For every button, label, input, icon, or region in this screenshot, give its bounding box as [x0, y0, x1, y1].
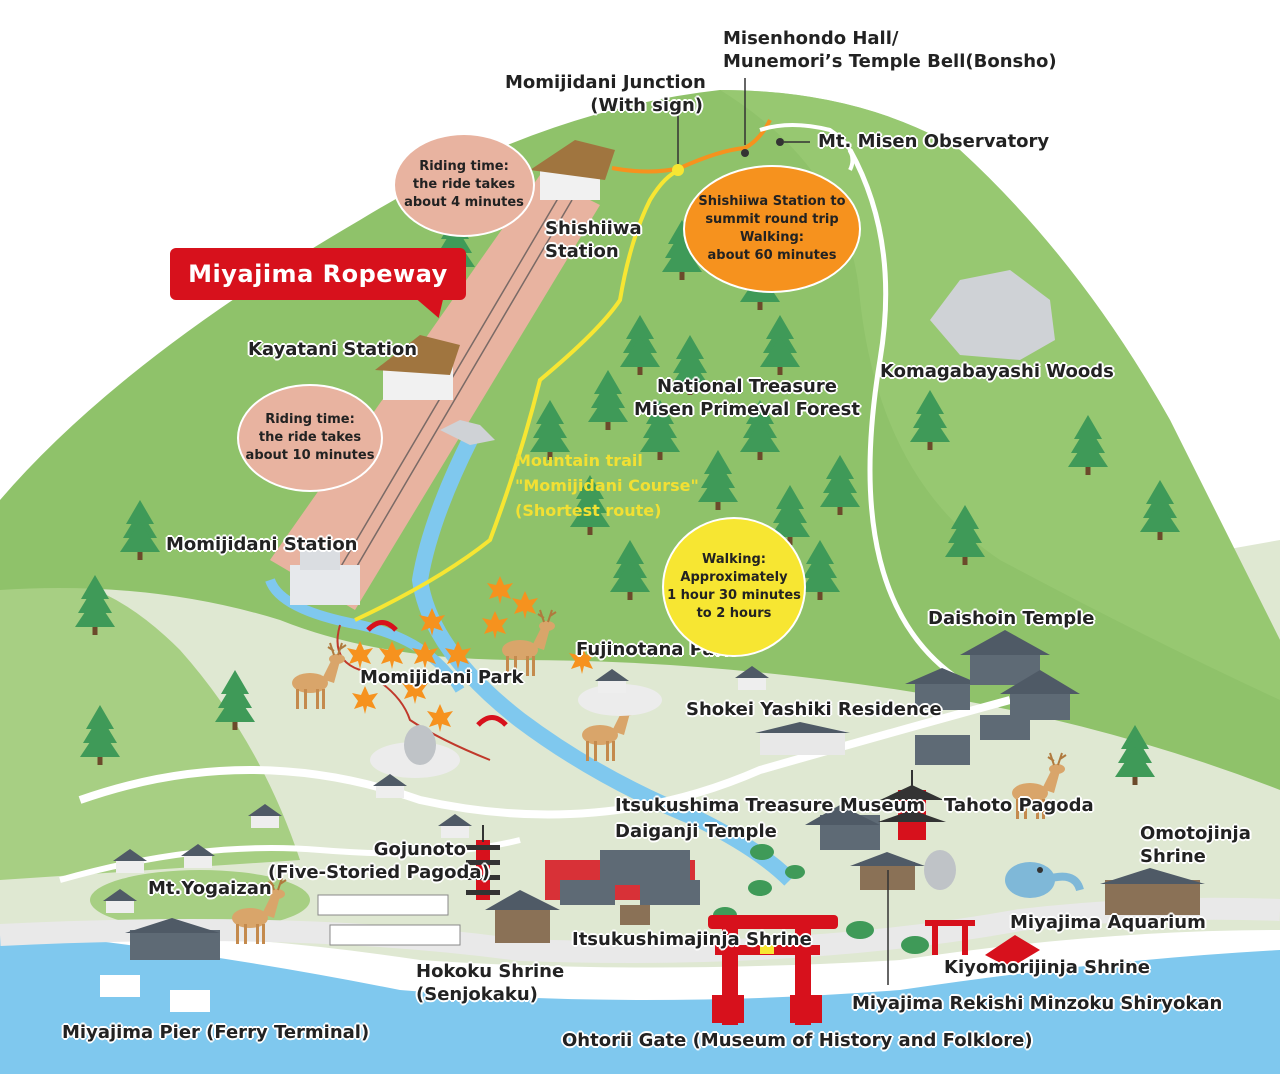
- label-otorii[interactable]: Ohtorii Gate (Museum of History and Folk…: [562, 1030, 1033, 1051]
- label-daiganji[interactable]: Daiganji Temple: [615, 821, 777, 842]
- label-momijidani-park[interactable]: Momijidani Park: [360, 667, 524, 688]
- bubble-ride-upper: Riding time: the ride takes about 4 minu…: [393, 133, 535, 237]
- senjokaku-buildings: [317, 894, 461, 946]
- label-omotojinja[interactable]: Omotojinja Shrine: [1140, 823, 1251, 867]
- label-aquarium[interactable]: Miyajima Aquarium: [1010, 912, 1206, 933]
- label-pier[interactable]: Miyajima Pier (Ferry Terminal): [62, 1022, 370, 1043]
- label-itsukushima-shrine[interactable]: Itsukushimajinja Shrine: [572, 929, 812, 950]
- label-momijidani-station[interactable]: Momijidani Station: [166, 534, 358, 555]
- label-shokei[interactable]: Shokei Yashiki Residence: [686, 699, 942, 720]
- label-hokoku[interactable]: Hokoku Shrine (Senjokaku): [416, 961, 565, 1005]
- label-gojunoto[interactable]: Gojunoto (Five-Storied Pagoda): [268, 839, 490, 883]
- bubble-ride-lower: Riding time: the ride takes about 10 min…: [237, 384, 383, 492]
- temple-icon: [100, 630, 1205, 1012]
- bridge-icon: [366, 620, 508, 727]
- shrine-complex: [545, 850, 700, 925]
- torii-gate-icon: [708, 915, 975, 1025]
- dolphin-icon: [1005, 862, 1084, 898]
- station-building-icon: [290, 140, 615, 605]
- label-observatory[interactable]: Mt. Misen Observatory: [818, 131, 1050, 152]
- ropeway-title: Miyajima Ropeway: [170, 248, 466, 300]
- label-yogaizan[interactable]: Mt.Yogaizan: [148, 878, 272, 899]
- label-momijidani-junction[interactable]: Momijidani Junction (With sign): [505, 72, 706, 116]
- label-misenhondo[interactable]: Misenhondo Hall/ Munemori’s Temple Bell(…: [723, 28, 1057, 72]
- label-tahoto[interactable]: Tahoto Pagoda: [944, 795, 1094, 816]
- label-kiyomori[interactable]: Kiyomorijinja Shrine: [944, 957, 1150, 978]
- label-mountain-trail[interactable]: Mountain trail "Momijidani Course" (Shor…: [515, 451, 699, 520]
- label-daishoin[interactable]: Daishoin Temple: [928, 608, 1095, 629]
- pagoda-icon: [466, 770, 946, 900]
- label-rekishi[interactable]: Miyajima Rekishi Minzoku Shiryokan: [852, 993, 1223, 1014]
- bubble-summit: Shishiiwa Station to summit round trip W…: [683, 165, 861, 293]
- label-national-treasure[interactable]: National Treasure Misen Primeval Forest: [634, 376, 860, 420]
- label-treasure-museum[interactable]: Itsukushima Treasure Museum: [615, 795, 926, 816]
- bubble-walking: Walking: Approximately 1 hour 30 minutes…: [662, 517, 806, 657]
- label-kayatani-station[interactable]: Kayatani Station: [248, 339, 418, 360]
- label-komagabayashi[interactable]: Komagabayashi Woods: [880, 361, 1114, 382]
- label-shishiiwa-station[interactable]: Shishiiwa Station: [545, 218, 642, 262]
